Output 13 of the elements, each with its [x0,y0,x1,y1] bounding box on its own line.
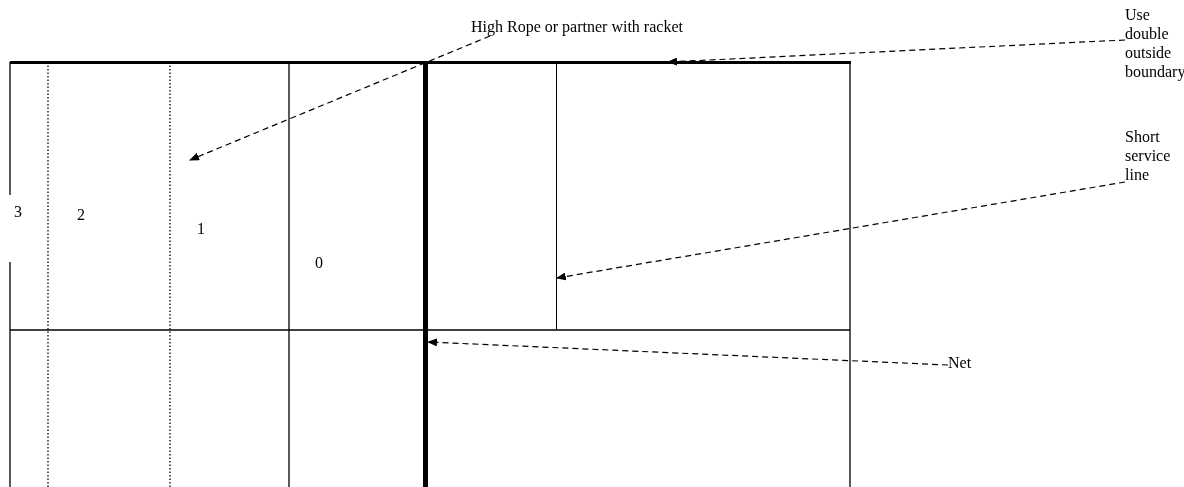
leader-line [555,181,1126,281]
leader-line [427,338,949,366]
zone-number: 2 [77,205,85,224]
outside-boundary-line [10,61,851,64]
leader-line [189,35,491,161]
annotation-text: Short service line [1125,127,1184,184]
annotation-text: Net [948,353,988,372]
short-service-line [555,62,557,330]
leader-line [667,39,1126,66]
zone-number: 3 [14,202,22,221]
annotation-text: High Rope or partner with racket [471,17,683,36]
zone-number: 0 [315,253,323,272]
zone-number: 1 [197,219,205,238]
